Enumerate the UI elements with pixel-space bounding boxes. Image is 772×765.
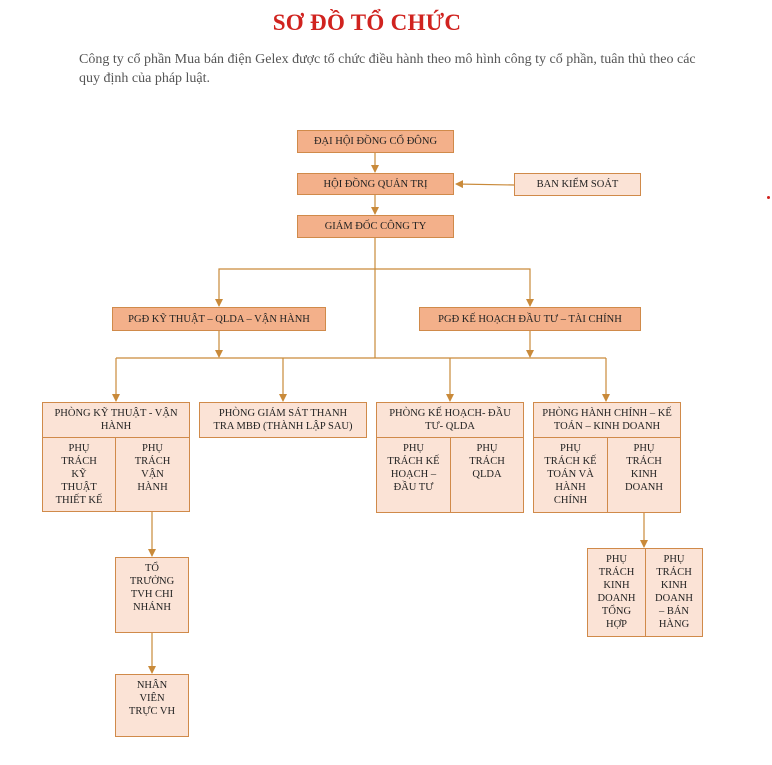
- box-to-truong-tvh: TỔ TRƯỞNG TVH CHI NHÁNH: [115, 557, 189, 633]
- box-phong-ky-thuat: PHÒNG KỸ THUẬT - VẬN HÀNH: [42, 402, 190, 438]
- box-phong-giam-sat: PHÒNG GIÁM SÁT THANH TRA MBĐ (THÀNH LẬP …: [199, 402, 367, 438]
- box-giam-doc-cong-ty: GIÁM ĐỐC CÔNG TY: [297, 215, 454, 238]
- box-nhan-vien-truc-vh: NHÂN VIÊN TRỰC VH: [115, 674, 189, 737]
- cell-pt-kinh-doanh-ban-hang: PHỤ TRÁCH KINH DOANH – BÁN HÀNG: [645, 548, 703, 637]
- box-pgd-ky-thuat: PGĐ KỸ THUẬT – QLDA – VẬN HÀNH: [112, 307, 326, 331]
- cell-pt-qlda: PHỤ TRÁCH QLDA: [450, 437, 524, 513]
- cell-pt-ke-hoach-dau-tu: PHỤ TRÁCH KẾ HOẠCH – ĐẦU TƯ: [376, 437, 451, 513]
- stray-dot: [767, 196, 770, 199]
- box-phong-hanh-chinh: PHÒNG HÀNH CHÍNH – KẾ TOÁN – KINH DOANH: [533, 402, 681, 438]
- line-gd-pgd-kt: [215, 268, 375, 307]
- box-ban-kiem-soat: BAN KIỂM SOÁT: [514, 173, 641, 196]
- line-bks-hdqt: [455, 180, 515, 189]
- box-pgd-ke-hoach: PGĐ KẾ HOẠCH ĐẦU TƯ – TÀI CHÍNH: [419, 307, 641, 331]
- cell-pt-kinh-doanh: PHỤ TRÁCH KINH DOANH: [607, 437, 681, 513]
- cell-pt-kinh-doanh-tong-hop: PHỤ TRÁCH KINH DOANH TỔNG HỢP: [587, 548, 646, 637]
- box-dai-hoi-dong-co-dong: ĐẠI HỘI ĐỒNG CỔ ĐÔNG: [297, 130, 454, 153]
- line-gd-pgd-kh: [375, 268, 534, 307]
- page-title: SƠ ĐỒ TỔ CHỨC: [272, 10, 462, 35]
- cell-pt-ke-toan-hanh-chinh: PHỤ TRÁCH KẾ TOÁN VÀ HÀNH CHÍNH: [533, 437, 608, 513]
- cell-pt-van-hanh: PHỤ TRÁCH VẬN HÀNH: [115, 437, 190, 512]
- intro-paragraph: Công ty cổ phần Mua bán điện Gelex được …: [79, 52, 696, 86]
- box-phong-ke-hoach: PHÒNG KẾ HOẠCH- ĐẦU TƯ- QLDA: [376, 402, 524, 438]
- box-hoi-dong-quan-tri: HỘI ĐỒNG QUẢN TRỊ: [297, 173, 454, 195]
- cell-pt-ky-thuat-thiet-ke: PHỤ TRÁCH KỸ THUẬT THIẾT KẾ: [42, 437, 116, 512]
